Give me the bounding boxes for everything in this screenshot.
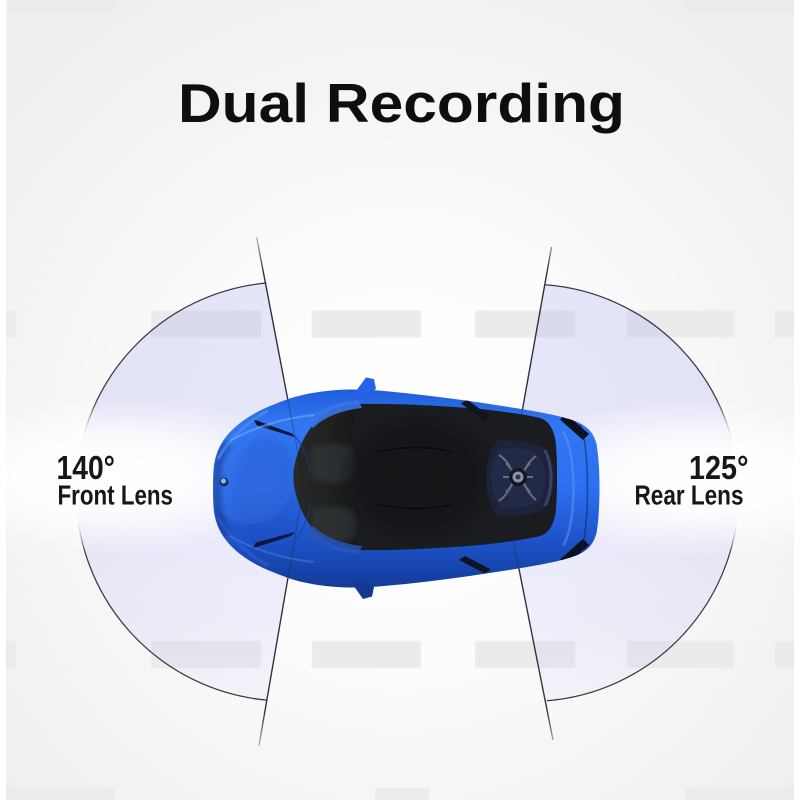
svg-text:Rear Lens: Rear Lens bbox=[635, 480, 744, 511]
svg-text:140°: 140° bbox=[57, 449, 116, 486]
svg-text:125°: 125° bbox=[689, 449, 749, 486]
svg-text:Front Lens: Front Lens bbox=[58, 480, 174, 511]
svg-text:Dual Recording: Dual Recording bbox=[178, 72, 625, 134]
